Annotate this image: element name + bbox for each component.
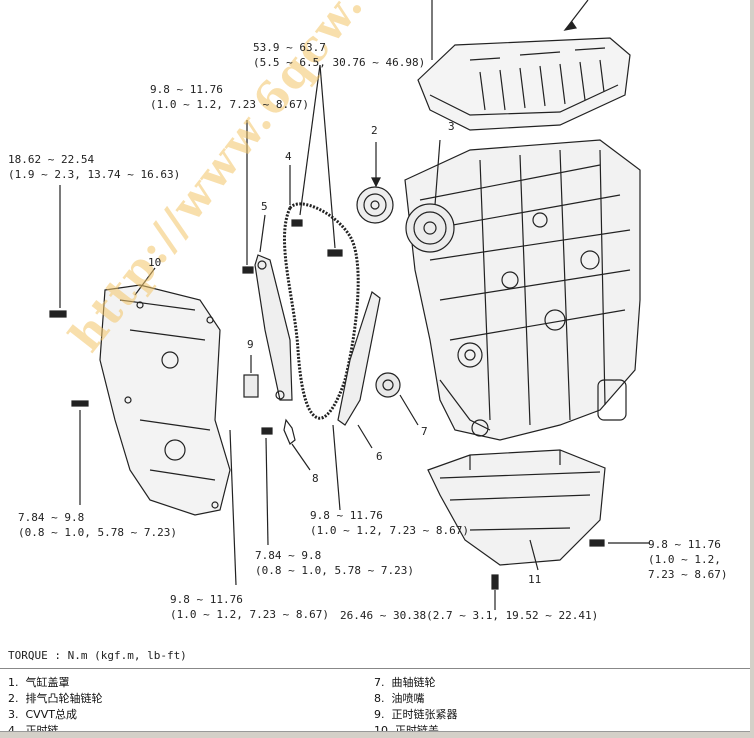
torque-label-tensioner-bolt: 9.8 ~ 11.76 (1.0 ~ 1.2, 7.23 ~ 8.67) [170,593,329,621]
callout-number: 3 [448,120,455,133]
torque-label-cvvt-bolt: 53.9 ~ 63.7 (5.5 ~ 6.5, 30.76 ~ 46.98) [253,41,426,69]
leader-lines [59,64,650,610]
legend-divider [0,668,750,669]
bolts [49,219,605,590]
callout-number: 6 [376,450,383,463]
engine-block [404,139,641,441]
callout-number: 9 [247,338,254,351]
callout-number: 8 [312,472,319,485]
callout-number: 10 [148,256,162,269]
callout-number: 4 [285,150,292,163]
timing-chain [283,165,360,420]
chain-guide [254,214,293,401]
torque-label-tensioner-arm-bolt: 9.8 ~ 11.76 (1.0 ~ 1.2, 7.23 ~ 8.67) [310,509,469,537]
callout-number: 7 [421,425,428,438]
chain-tensioner [243,355,259,398]
oil-jet [283,418,311,471]
callout-number: 2 [371,124,378,137]
window-status-bar [0,731,754,738]
legend-item-2: 2. 排气凸轮轴链轮 [8,692,103,705]
torque-unit-note: TORQUE : N.m (kgf.m, lb-ft) [8,649,187,662]
timing-chain-cover [99,267,231,516]
legend-item-7: 7. 曲轴链轮 [374,676,436,689]
callout-number: 11 [528,573,542,586]
legend-item-8: 8. 油喷嘴 [374,692,425,705]
callout-number: 5 [261,200,268,213]
torque-label-cover-lower-bolt: 7.84 ~ 9.8 (0.8 ~ 1.0, 5.78 ~ 7.23) [18,511,177,539]
legend-item-9: 9. 正时链张紧器 [374,708,458,721]
cvvt-assembly [405,139,455,253]
torque-label-guide-upper-bolt: 9.8 ~ 11.76 (1.0 ~ 1.2, 7.23 ~ 8.67) [150,83,309,111]
legend-item-1: 1. 气缸盖罩 [8,676,70,689]
window-right-border [750,0,754,737]
torque-label-cover-upper-bolt: 18.62 ~ 22.54 (1.9 ~ 2.3, 13.74 ~ 16.63) [8,153,181,181]
legend-item-3: 3. CVVT总成 [8,708,77,721]
oil-pan [427,449,606,571]
torque-label-oil-pan-bolt: 26.46 ~ 30.38(2.7 ~ 3.1, 19.52 ~ 22.41) [340,609,599,622]
torque-label-oil-jet-bolt: 7.84 ~ 9.8 (0.8 ~ 1.0, 5.78 ~ 7.23) [255,549,414,577]
exhaust-camshaft-sprocket [356,142,394,224]
torque-label-oil-pan-side-bolt: 9.8 ~ 11.76 (1.0 ~ 1.2, 7.23 ~ 8.67) [648,538,728,581]
cylinder-head-cover [417,0,631,131]
crankshaft-sprocket [375,372,419,426]
tensioner-arm [337,291,381,449]
